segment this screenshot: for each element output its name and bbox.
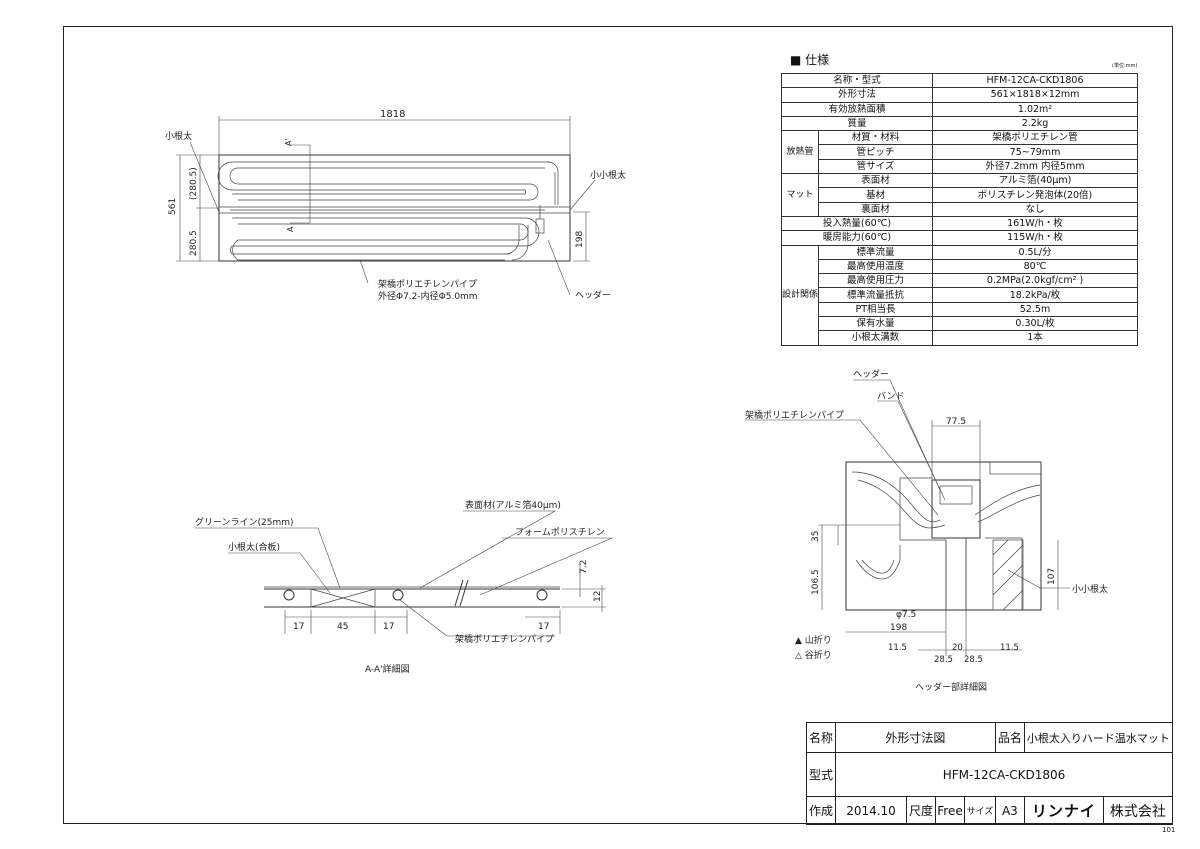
label-hd-band: バンド xyxy=(877,391,904,402)
legend-valley: △ 谷折り xyxy=(795,649,832,661)
company-suffix: 株式会社 xyxy=(1102,796,1174,825)
spec-row: マット表面材アルミ箔(40μm) xyxy=(780,173,1138,217)
section-mark-a2: A xyxy=(286,226,295,232)
tb-size-value: A3 xyxy=(994,796,1025,825)
spec-row: 暖房能力(60℃)115W/h・枚 xyxy=(780,230,1138,246)
label-hd-kokonebuto: 小小根太 xyxy=(1072,583,1108,595)
legend-mountain: ▲ 山折り xyxy=(795,634,832,646)
dim-106-5: 106.5 xyxy=(811,569,821,595)
spec-row: 裏面材なし xyxy=(782,201,1138,217)
dim-20: 20 xyxy=(952,643,963,653)
label-greenline: グリーンライン(25mm) xyxy=(195,516,294,528)
spec-row: 基材ポリスチレン発泡体(20倍) xyxy=(782,187,1138,203)
dim-11-5b: 11.5 xyxy=(1000,643,1019,653)
dim-28-5a: 28.5 xyxy=(934,655,953,665)
tb-product-value: 小根太入りハード温水マット xyxy=(1023,722,1174,753)
label-konebuto-plywood: 小根太(合板) xyxy=(228,541,280,553)
konebuto-plywood xyxy=(310,588,376,608)
tb-made-key: 作成 xyxy=(806,796,836,825)
header-detail-view xyxy=(745,379,1070,656)
page-number: 101 xyxy=(1162,826,1176,834)
tb-scale-value: Free xyxy=(935,796,965,825)
tb-model-key: 型式 xyxy=(806,752,836,797)
dim-198: 198 xyxy=(890,623,907,633)
dim-45: 45 xyxy=(337,622,348,632)
spec-row: 放熱管材質・材料架橋ポリエチレン管 xyxy=(780,130,1138,175)
dim-17b: 17 xyxy=(383,622,394,632)
header-detail-caption: ヘッダー部詳細図 xyxy=(915,681,987,693)
label-section-pipe: 架橋ポリエチレンパイプ xyxy=(455,633,554,645)
label-pipe-2: 外径Φ7.2-内径Φ5.0mm xyxy=(378,290,478,302)
label-header: ヘッダー xyxy=(575,289,611,301)
dim-35: 35 xyxy=(811,531,821,542)
dim-7-2: 7.2 xyxy=(579,560,589,574)
tb-size-key: サイズ xyxy=(964,796,996,825)
spec-row: 投入熱量(60℃)161W/h・枚 xyxy=(780,215,1138,232)
label-surface: 表面材(アルミ箔40μm) xyxy=(465,499,561,511)
dim-107: 107 xyxy=(1047,568,1057,585)
dim-77-5: 77.5 xyxy=(946,417,966,427)
section-caption: A-A'詳細図 xyxy=(365,663,410,675)
tb-name-value: 外形寸法図 xyxy=(835,722,996,753)
spec-row: 管サイズ外径7.2mm 内径5mm xyxy=(782,158,1138,175)
dim-17c: 17 xyxy=(538,622,549,632)
dim-12: 12 xyxy=(593,591,603,602)
dim-width: 561 xyxy=(168,198,178,215)
drawing-sheet-border xyxy=(63,26,1173,824)
dim-upper: (280.5) xyxy=(189,167,199,200)
dim-lower: 280.5 xyxy=(189,230,199,256)
label-foam: フォームポリスチレン xyxy=(515,527,605,538)
dim-length: 1818 xyxy=(380,109,405,120)
tb-product-key: 品名 xyxy=(994,722,1025,753)
dim-phi-7-5: φ7.5 xyxy=(896,610,916,620)
header-body xyxy=(931,479,981,539)
section-view xyxy=(195,510,613,637)
group-pipe: 放熱管 xyxy=(780,130,820,175)
dim-28-5b: 28.5 xyxy=(964,655,983,665)
label-hd-header: ヘッダー xyxy=(853,368,889,380)
label-konebuto: 小根太 xyxy=(165,130,192,142)
group-mat: マット xyxy=(780,173,820,217)
company-logo: リンナイ xyxy=(1023,796,1104,825)
dim-11-5a: 11.5 xyxy=(888,643,907,653)
dim-header: 198 xyxy=(575,231,585,248)
label-hd-pipe: 架橋ポリエチレンパイプ xyxy=(745,409,844,421)
plan-view xyxy=(176,116,596,296)
spec-unit: (単位:mm) xyxy=(1112,63,1138,69)
label-pipe-1: 架橋ポリエチレンパイプ xyxy=(378,278,477,290)
tb-scale-key: 尺度 xyxy=(906,796,936,825)
section-mark-a: A' xyxy=(284,138,293,146)
dim-17a: 17 xyxy=(293,622,304,632)
tb-made-value: 2014.10 xyxy=(835,796,907,825)
group-design: 設計関係 xyxy=(780,244,820,346)
title-block: 名称 外形寸法図 品名 小根太入りハード温水マット 型式 HFM-12CA-CK… xyxy=(806,722,1174,825)
spec-heading: ■ 仕様 xyxy=(790,53,830,67)
tb-model-value: HFM-12CA-CKD1806 xyxy=(835,752,1173,797)
label-kokonebuto: 小小根太 xyxy=(590,169,626,181)
tb-name-key: 名称 xyxy=(806,722,836,753)
